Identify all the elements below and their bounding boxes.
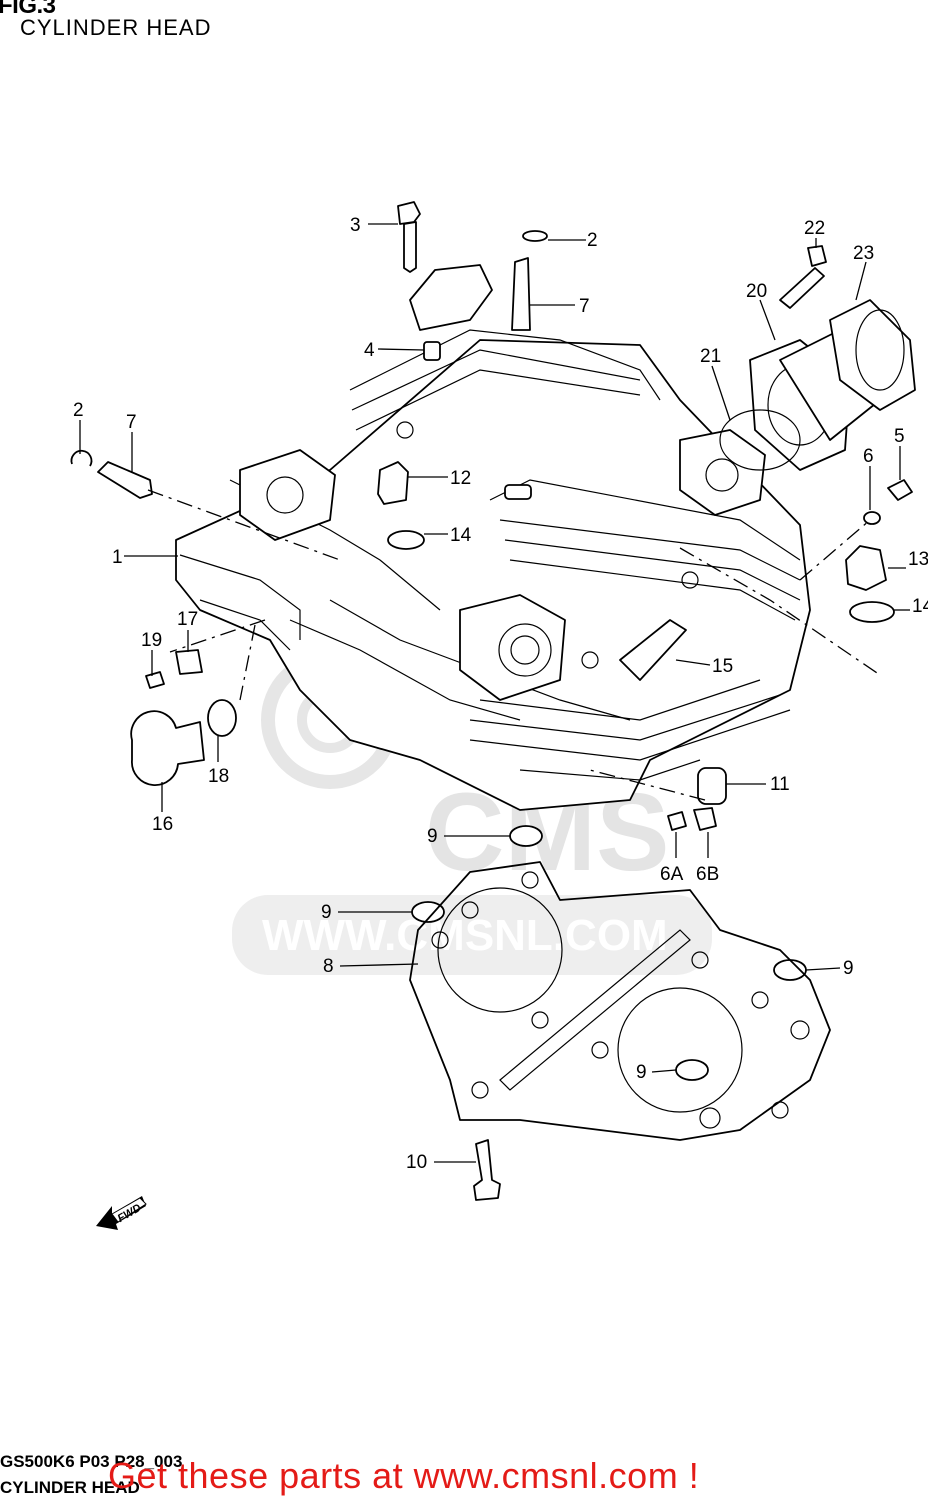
callout-19: 19 bbox=[141, 630, 162, 651]
part-5-bolt bbox=[887, 479, 913, 501]
callout-11: 11 bbox=[770, 774, 790, 795]
figure-subtitle: CYLINDER HEAD bbox=[20, 15, 212, 40]
callout-20: 20 bbox=[746, 281, 767, 302]
part-6a-screw bbox=[667, 811, 687, 831]
callout-7-left: 7 bbox=[126, 412, 137, 433]
callout-14-right: 14 bbox=[912, 596, 928, 617]
part-19-screw bbox=[145, 671, 165, 689]
callout-4: 4 bbox=[364, 340, 375, 361]
intake-pipe-assembly bbox=[719, 245, 916, 471]
part-16-plug bbox=[130, 710, 205, 786]
callout-9-c: 9 bbox=[843, 958, 854, 979]
callout-2-left: 2 bbox=[73, 400, 84, 421]
callout-6: 6 bbox=[863, 446, 874, 467]
part-13-cap-nut bbox=[845, 545, 887, 591]
part-6b-screw bbox=[693, 807, 717, 831]
callout-16: 16 bbox=[152, 814, 173, 835]
promo-link-text[interactable]: Get these parts at www.cmsnl.com ! bbox=[108, 1455, 700, 1496]
part-7-guide-upper bbox=[511, 257, 531, 331]
part-14-washer-right bbox=[849, 601, 895, 623]
part-9-seal-a bbox=[509, 825, 543, 847]
part-15-spark-plug bbox=[619, 619, 687, 681]
callout-12: 12 bbox=[450, 468, 471, 489]
part-7-guide-left bbox=[97, 461, 153, 499]
part-2-clip-left bbox=[70, 449, 93, 467]
figure-title: FIG.3 bbox=[0, 0, 56, 19]
part-2-clip-upper bbox=[522, 230, 548, 242]
part-9-seal-d bbox=[675, 1059, 709, 1081]
callout-9-a: 9 bbox=[427, 826, 438, 847]
callout-2-upper: 2 bbox=[587, 230, 598, 251]
part-17-plate bbox=[175, 649, 203, 675]
callout-18: 18 bbox=[208, 766, 229, 787]
callout-15: 15 bbox=[712, 656, 733, 677]
callout-10: 10 bbox=[406, 1152, 427, 1173]
diagram-code: GS500K6 P03 P28_003 bbox=[0, 1452, 183, 1471]
leader-lines bbox=[79, 223, 910, 1163]
callout-21: 21 bbox=[700, 346, 721, 367]
part-18-o-ring bbox=[207, 699, 237, 737]
callout-6b: 6B bbox=[696, 864, 719, 885]
callout-9-b: 9 bbox=[321, 902, 332, 923]
callout-1: 1 bbox=[112, 547, 123, 568]
part-8-head-gasket bbox=[409, 861, 831, 1141]
part-4-dowel bbox=[423, 341, 441, 361]
callout-6a: 6A bbox=[660, 864, 684, 885]
part-14-washer-upper bbox=[387, 530, 425, 550]
watermark-url: WWW.CMSNL.COM bbox=[262, 911, 668, 960]
part-12-cap-nut bbox=[377, 461, 409, 505]
callout-7-upper: 7 bbox=[579, 296, 590, 317]
callout-5: 5 bbox=[894, 426, 905, 447]
callout-17: 17 bbox=[177, 609, 198, 630]
cylinder-head bbox=[175, 329, 811, 811]
callout-13: 13 bbox=[908, 549, 928, 570]
callout-3: 3 bbox=[350, 215, 361, 236]
diagram-name: CYLINDER HEAD bbox=[0, 1478, 140, 1497]
callout-8: 8 bbox=[323, 956, 334, 977]
callout-22: 22 bbox=[804, 218, 825, 239]
cam-cap-upper bbox=[409, 264, 493, 331]
part-6-washer bbox=[863, 511, 881, 525]
part-3-bolt bbox=[397, 201, 421, 273]
part-10-bolt bbox=[473, 1139, 501, 1201]
forward-arrow: FWD bbox=[96, 1196, 147, 1230]
fwd-label: FWD bbox=[116, 1202, 144, 1225]
callout-labels: 3 2 7 4 12 14 2 7 1 17 19 16 18 22 23 20… bbox=[73, 215, 928, 1173]
callout-23: 23 bbox=[853, 243, 874, 264]
callout-9-d: 9 bbox=[636, 1062, 647, 1083]
callout-14-upper: 14 bbox=[450, 525, 472, 546]
part-11-dowel bbox=[697, 767, 727, 805]
